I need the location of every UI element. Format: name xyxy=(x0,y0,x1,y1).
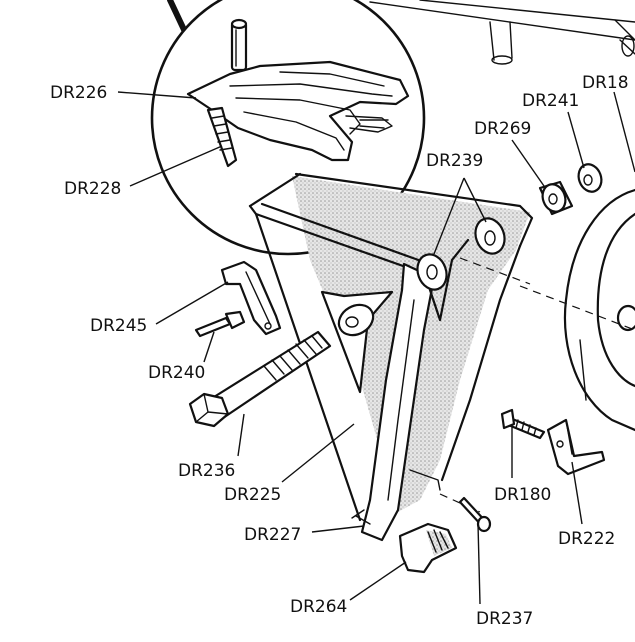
master-cylinder-flange xyxy=(563,188,635,432)
label-dr239: DR239 xyxy=(426,151,483,171)
leader-lines xyxy=(117,91,635,605)
label-dr18: DR18 xyxy=(582,73,629,93)
label-dr227: DR227 xyxy=(244,525,301,545)
label-dr237: DR237 xyxy=(476,609,533,629)
label-dr241: DR241 xyxy=(522,91,579,111)
bush-washer-parts xyxy=(337,163,603,337)
label-dr245: DR245 xyxy=(90,316,147,336)
label-dr269: DR269 xyxy=(474,119,531,139)
label-dr180: DR180 xyxy=(494,485,551,505)
part-dr180-screw xyxy=(500,408,546,440)
label-dr225: DR225 xyxy=(224,485,281,505)
part-dr245-bracket xyxy=(220,260,282,336)
part-dr264-pedal-pad xyxy=(398,522,458,574)
label-dr240: DR240 xyxy=(148,363,205,383)
label-dr228: DR228 xyxy=(64,179,121,199)
label-dr226: DR226 xyxy=(50,83,107,103)
part-dr237-pin xyxy=(458,496,492,533)
part-dr236-bolt xyxy=(188,330,332,428)
label-dr264: DR264 xyxy=(290,597,347,617)
part-labels: DR226 DR228 DR245 DR240 DR236 DR225 DR22… xyxy=(50,73,629,629)
label-dr222: DR222 xyxy=(558,529,615,549)
part-dr222-bracket xyxy=(546,418,606,476)
background-frame xyxy=(167,0,635,65)
label-dr236: DR236 xyxy=(178,461,235,481)
part-dr240-screw xyxy=(194,310,246,338)
